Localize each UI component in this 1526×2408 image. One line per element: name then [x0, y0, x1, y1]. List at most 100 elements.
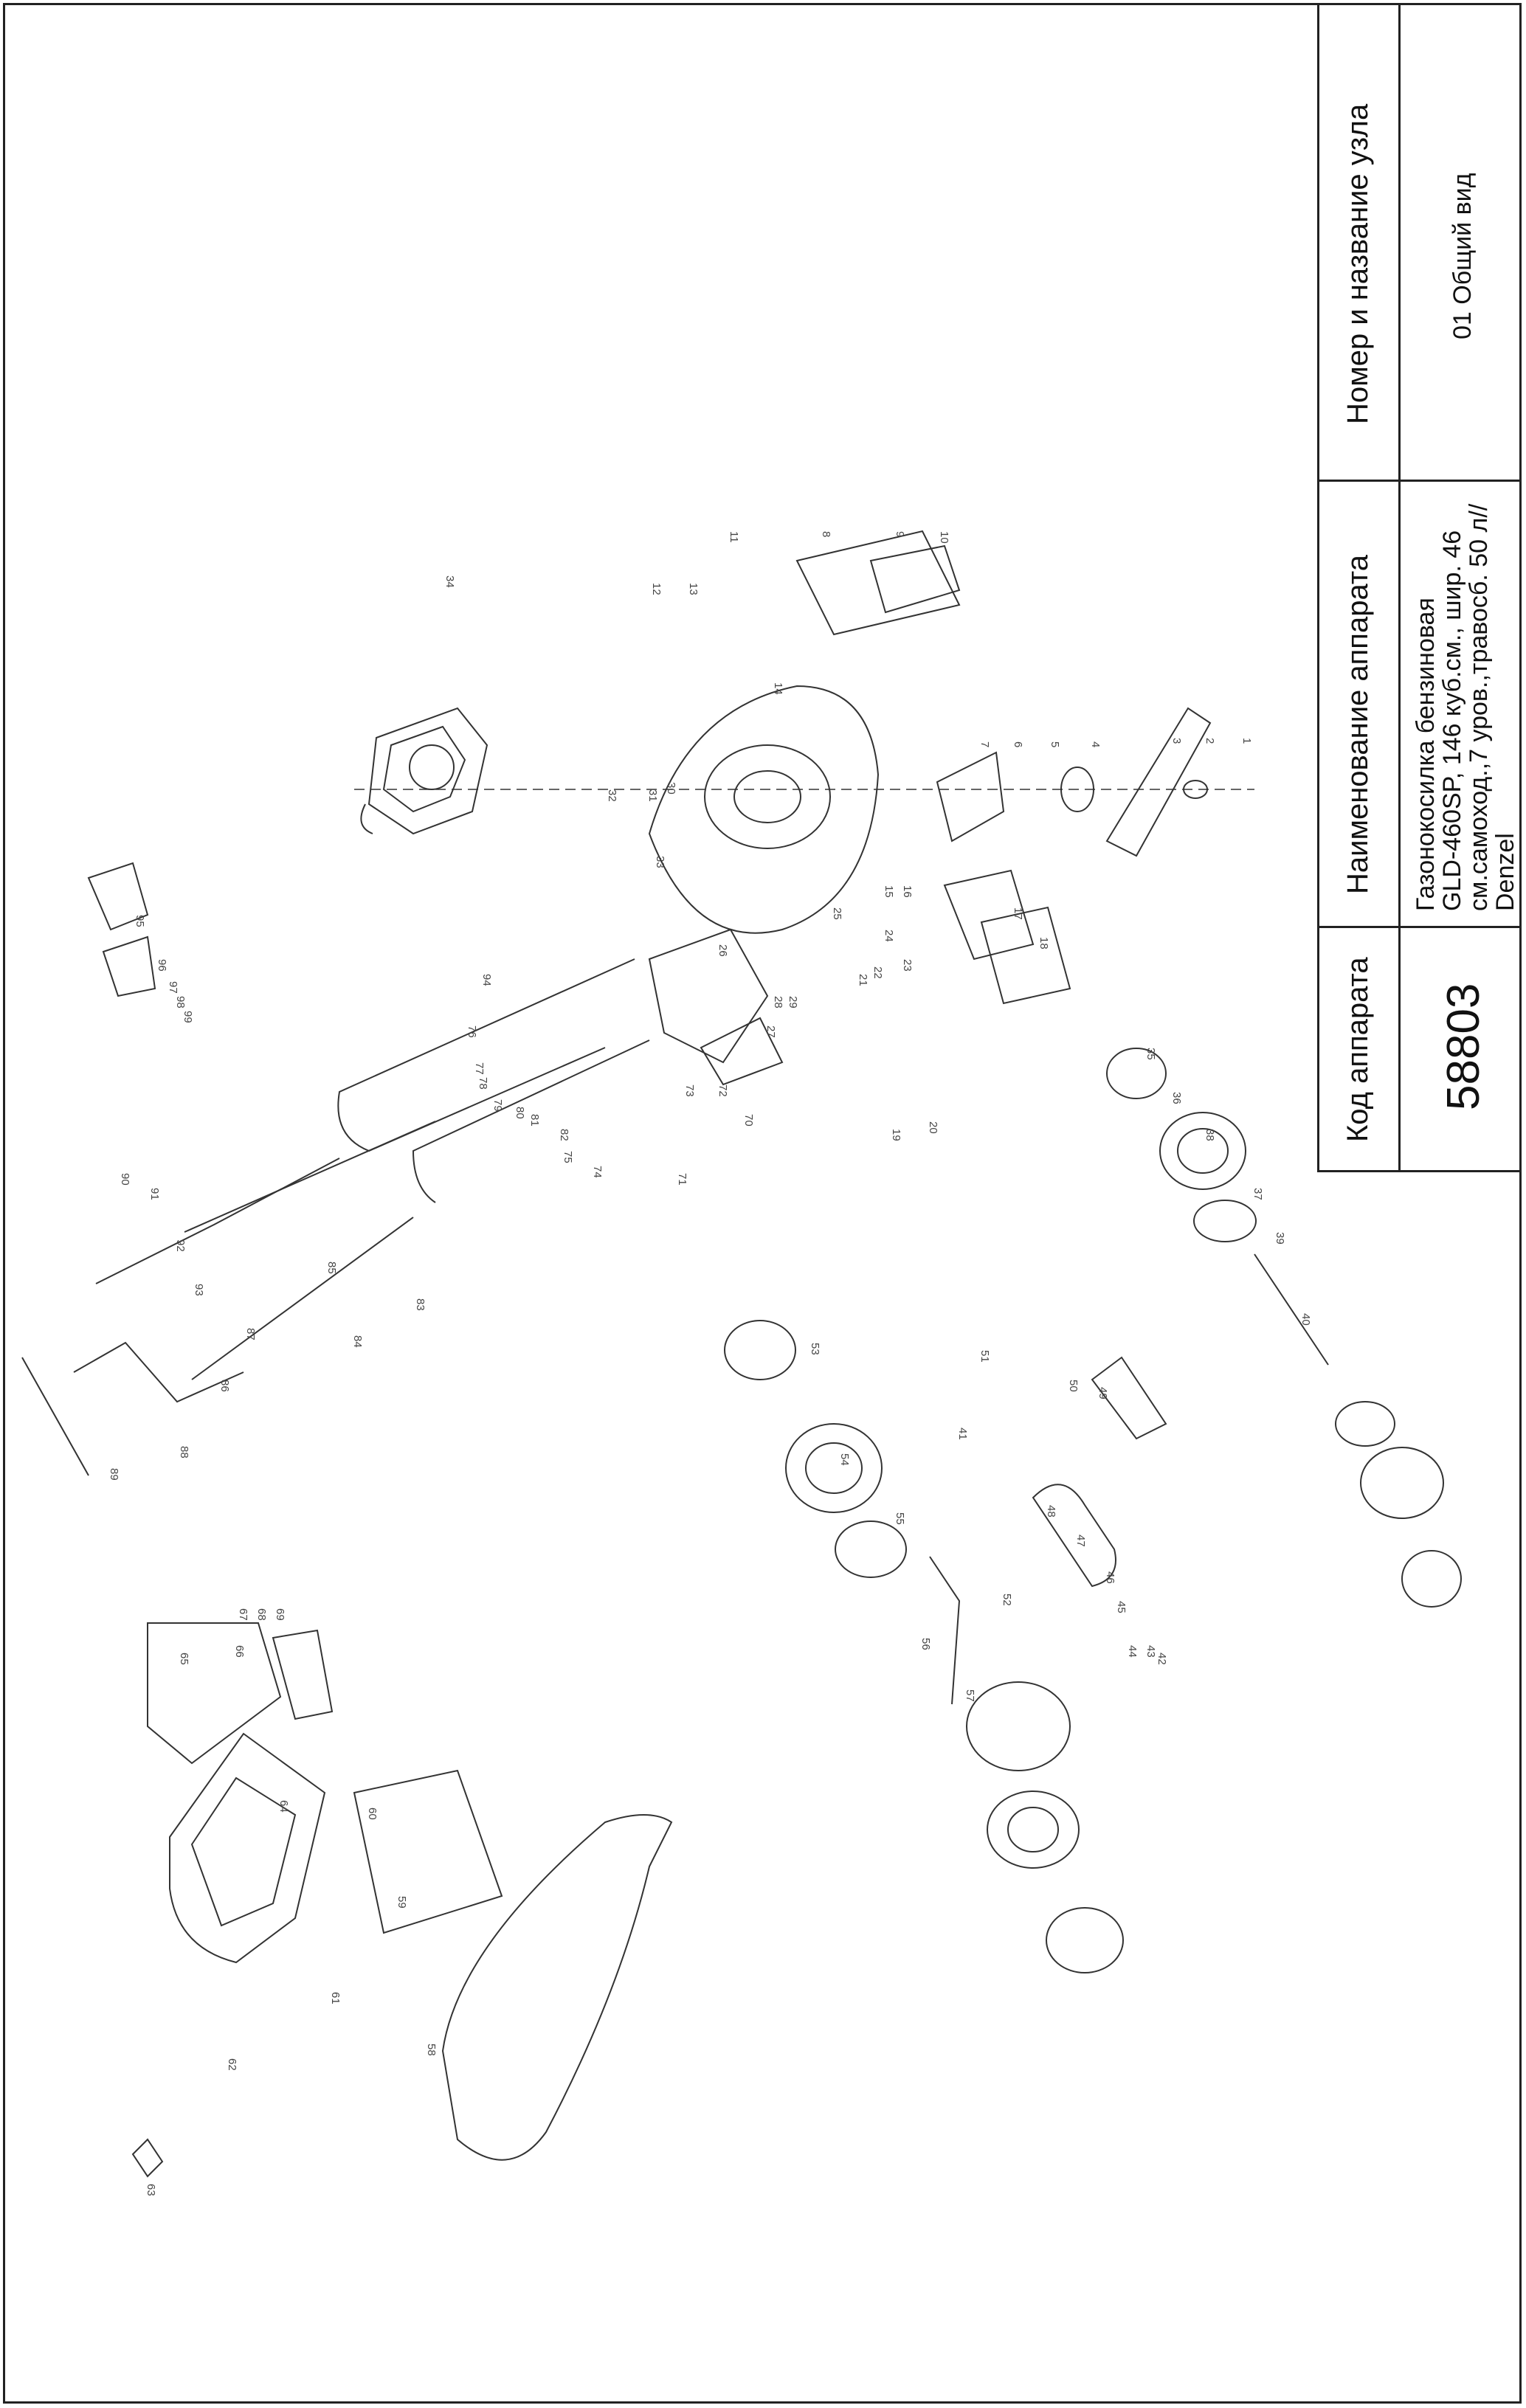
part-number-label: 43 — [1144, 1645, 1157, 1658]
part-number-label: 35 — [1144, 1048, 1157, 1060]
part-number-label: 82 — [558, 1129, 570, 1141]
part-number-label: 16 — [901, 885, 914, 898]
part-number-label: 91 — [148, 1188, 161, 1200]
part-number-label: 41 — [956, 1428, 969, 1440]
part-number-label: 64 — [277, 1800, 290, 1813]
part-number-label: 1 — [1240, 738, 1253, 744]
name-header: Наименование аппарата — [1342, 555, 1374, 894]
part-number-label: 31 — [646, 789, 659, 802]
part-number-label: 40 — [1299, 1313, 1312, 1326]
part-number-label: 49 — [1097, 1387, 1109, 1400]
part-number-label: 92 — [174, 1239, 187, 1252]
rear-cover — [648, 928, 784, 1086]
part-number-label: 14 — [772, 682, 784, 695]
part-number-label: 54 — [838, 1453, 851, 1466]
part-number-label: 66 — [233, 1645, 246, 1658]
part-number-label: 47 — [1074, 1535, 1087, 1547]
title-block-column-divider — [1398, 3, 1401, 1172]
part-number-label: 59 — [396, 1896, 408, 1909]
part-number-label: 90 — [119, 1173, 131, 1186]
part-number-label: 15 — [883, 885, 895, 898]
part-number-label: 70 — [742, 1114, 755, 1127]
part-number-label: 65 — [178, 1653, 190, 1665]
part-number-label: 28 — [772, 996, 784, 1008]
code-header: Код аппарата — [1342, 957, 1374, 1142]
part-number-label: 72 — [717, 1084, 729, 1097]
part-number-label: 5 — [1049, 741, 1061, 747]
name-line-1: Газонокосилка бензиновая — [1412, 598, 1440, 911]
part-number-label: 11 — [728, 531, 740, 543]
part-number-label: 39 — [1274, 1232, 1286, 1245]
part-number-label: 13 — [687, 583, 700, 595]
part-number-label: 94 — [480, 974, 493, 986]
part-number-label: 75 — [562, 1151, 574, 1163]
part-number-label: 51 — [978, 1350, 991, 1363]
engine-unit — [360, 707, 488, 835]
part-number-label: 79 — [491, 1099, 504, 1112]
part-number-label: 68 — [255, 1608, 268, 1621]
part-number-label: 46 — [1104, 1571, 1116, 1584]
part-number-label: 27 — [764, 1025, 777, 1038]
part-number-label: 8 — [820, 531, 832, 537]
part-number-label: 56 — [919, 1638, 932, 1650]
part-number-label: 86 — [218, 1380, 231, 1392]
part-number-label: 25 — [831, 907, 843, 920]
part-number-label: 99 — [182, 1011, 194, 1023]
part-number-label: 48 — [1045, 1505, 1057, 1518]
part-number-label: 30 — [665, 782, 677, 795]
part-number-label: 97 — [167, 981, 179, 994]
name-line-3: см.самоход.,7 уров.,травосб. 50 л// — [1465, 503, 1493, 911]
part-number-label: 37 — [1251, 1188, 1264, 1200]
part-number-label: 71 — [676, 1173, 688, 1186]
part-number-label: 83 — [414, 1298, 427, 1311]
name-line-2: GLD-460SP, 146 куб.см., шир. 46 — [1438, 530, 1466, 911]
part-number-label: 26 — [717, 944, 729, 957]
code-value: 58803 — [1438, 983, 1489, 1110]
title-block-left-border — [1317, 3, 1319, 1172]
part-number-label: 95 — [134, 915, 146, 927]
handle-frame — [21, 958, 650, 1476]
part-number-label: 29 — [787, 996, 799, 1008]
part-number-label: 63 — [145, 2184, 157, 2196]
part-number-label: 67 — [237, 1608, 249, 1621]
title-block-row-divider-2 — [1317, 926, 1522, 928]
node-header: Номер и название узла — [1342, 103, 1374, 424]
part-number-label: 61 — [329, 1992, 342, 2004]
part-number-label: 55 — [894, 1512, 906, 1525]
part-number-label: 93 — [193, 1284, 205, 1296]
blade-assembly — [795, 530, 1212, 1005]
part-number-label: 89 — [108, 1468, 120, 1481]
part-number-label: 32 — [606, 789, 618, 802]
drawing-sheet-border — [3, 3, 1522, 2404]
front-wheel-set — [1106, 1048, 1462, 1608]
part-number-label: 96 — [156, 959, 168, 972]
part-number-label: 84 — [351, 1335, 364, 1348]
part-number-label: 57 — [964, 1689, 976, 1702]
part-number-label: 2 — [1204, 738, 1216, 744]
part-number-label: 50 — [1067, 1380, 1080, 1392]
side-bracket — [87, 862, 156, 997]
rear-wheel-set — [724, 1320, 1167, 1973]
part-number-label: 52 — [1001, 1594, 1013, 1606]
part-number-label: 81 — [528, 1114, 541, 1127]
name-line-4: Denzel — [1491, 833, 1519, 911]
part-number-label: 24 — [883, 930, 895, 942]
node-value: 01 Общий вид — [1449, 173, 1477, 339]
part-number-label: 87 — [244, 1328, 257, 1340]
part-number-label: 4 — [1089, 741, 1102, 747]
part-number-label: 77 — [473, 1062, 486, 1075]
part-number-label: 45 — [1115, 1601, 1128, 1613]
part-number-label: 98 — [174, 996, 187, 1008]
part-number-label: 33 — [654, 856, 666, 868]
part-number-label: 88 — [178, 1446, 190, 1459]
part-number-label: 69 — [274, 1608, 286, 1621]
part-number-label: 44 — [1126, 1645, 1139, 1658]
part-number-label: 23 — [901, 959, 914, 972]
grass-catcher — [131, 1622, 673, 2178]
title-block-row-divider-1 — [1317, 480, 1522, 482]
part-number-label: 9 — [894, 531, 906, 537]
part-number-label: 78 — [477, 1077, 489, 1090]
part-number-label: 3 — [1170, 738, 1183, 744]
